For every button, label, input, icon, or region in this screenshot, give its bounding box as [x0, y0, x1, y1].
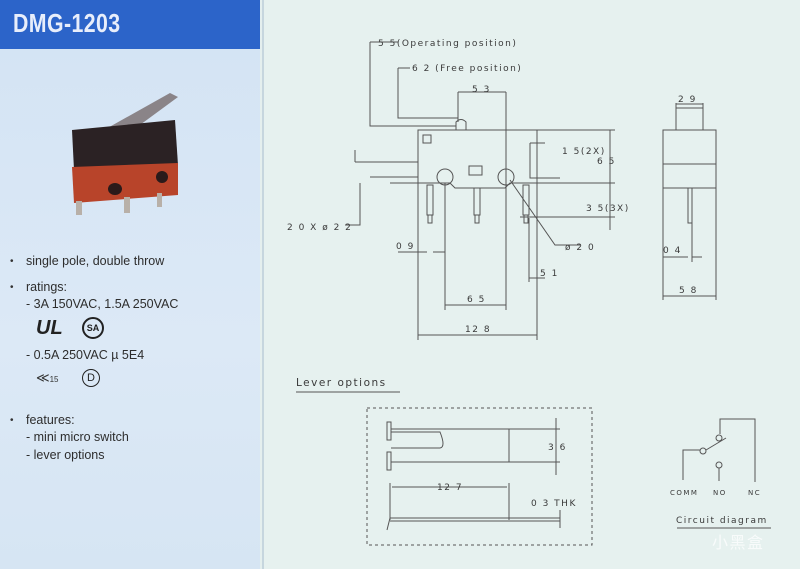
dim-0-9: 0 9	[396, 242, 415, 252]
spec-features-label: features:	[26, 413, 75, 427]
title-banner: DMG-1203	[0, 0, 260, 49]
bullet: •	[10, 256, 14, 267]
dim-5-3: 5 3	[472, 85, 491, 95]
lever-drawing	[366, 407, 593, 546]
dim-thickness: 0 3 THK	[531, 499, 577, 509]
dim-0-4: 0 4	[663, 246, 682, 256]
dim-5-1: 5 1	[540, 269, 559, 279]
dim-3-6: 3 6	[548, 443, 567, 453]
switch-photo	[72, 93, 178, 215]
dim-3-5: 3 5(3X)	[586, 204, 630, 214]
dim-holes: 2 0 X ø 2 2	[287, 223, 352, 233]
enec-logo: ≪15	[36, 370, 59, 385]
spec-rating-1: - 3A 150VAC, 1.5A 250VAC	[26, 297, 179, 311]
dim-12-8: 12 8	[465, 325, 491, 335]
ul-logo: UL	[36, 317, 63, 339]
dim-12-7: 12 7	[437, 483, 463, 493]
spec-feature-2: - lever options	[26, 448, 105, 462]
label-nc: NC	[748, 489, 761, 497]
side-view	[662, 103, 717, 300]
dim-1-5: 1 5(2X)	[562, 147, 606, 157]
model-title: DMG-1203	[13, 8, 121, 38]
circuit-diagram-title: Circuit diagram	[676, 516, 768, 526]
dim-diameter-2-0: ø 2 0	[565, 243, 595, 253]
dim-5-8: 5 8	[679, 286, 698, 296]
spec-rating-2: - 0.5A 250VAC µ 5E4	[26, 348, 145, 362]
dim-6-5-horizontal: 6 5	[467, 295, 486, 305]
left-panel: DMG-1203 • single pole, double throw • r…	[0, 0, 260, 569]
dim-operating-position: 5 5(Operating position)	[378, 39, 517, 49]
dim-6-5-vertical: 6 5	[597, 157, 616, 167]
label-no: NO	[713, 489, 727, 497]
circuit-schematic	[682, 418, 756, 482]
bullet: •	[10, 282, 14, 293]
front-view	[345, 41, 615, 340]
watermark: 小黑盒	[712, 533, 765, 552]
bullet: •	[10, 415, 14, 426]
dim-2-9: 2 9	[678, 95, 697, 105]
enec-number: 15	[49, 375, 59, 384]
spec-ratings-label: ratings:	[26, 280, 67, 294]
d-mark-logo: D	[82, 369, 100, 387]
drawing-panel	[262, 0, 800, 569]
dim-free-position: 6 2 (Free position)	[412, 64, 522, 74]
label-comm: COMM	[670, 489, 698, 497]
lever-options-title: Lever options	[296, 377, 387, 389]
spec-feature-1: - mini micro switch	[26, 430, 129, 444]
spec-spdt: single pole, double throw	[26, 254, 165, 268]
csa-logo: SA	[82, 317, 104, 339]
